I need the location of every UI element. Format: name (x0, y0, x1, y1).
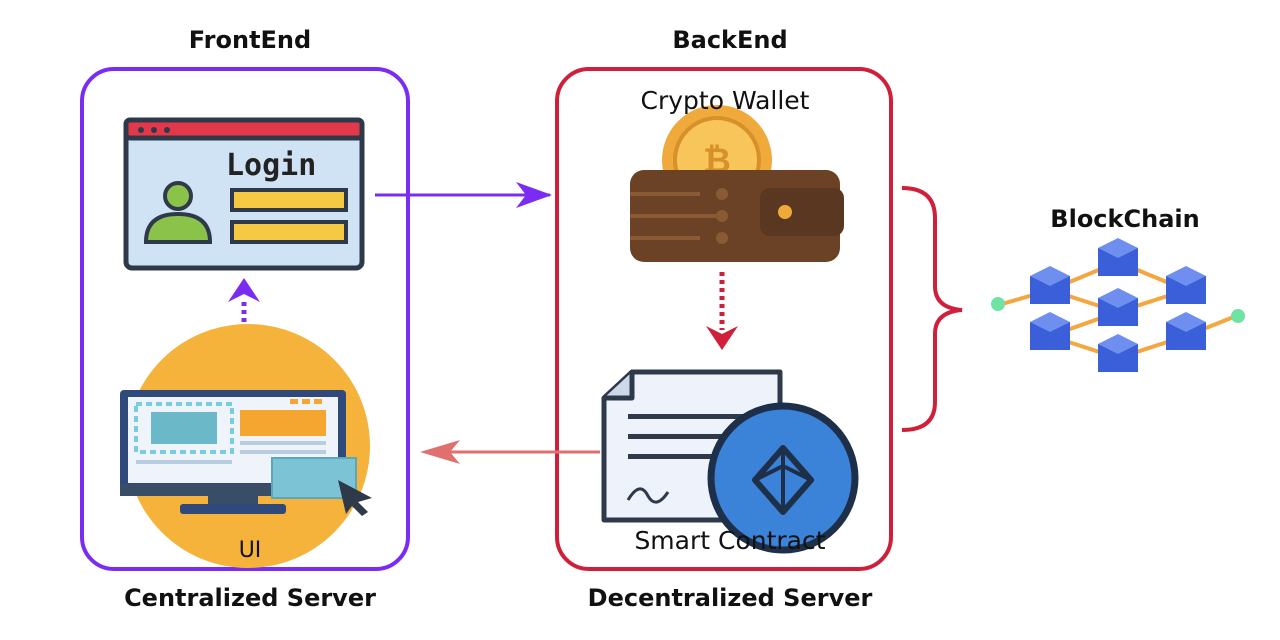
crypto-wallet-label: Crypto Wallet (640, 86, 810, 115)
frontend-title: FrontEnd (188, 26, 312, 54)
blockchain-cubes-icon (991, 238, 1245, 372)
smart-contract-label: Smart Contract (634, 526, 826, 555)
arrowhead-wallet-to-contract (706, 326, 738, 350)
centralized-server-caption: Centralized Server (124, 584, 376, 612)
blockchain-title: BlockChain (1050, 205, 1200, 233)
backend-container (555, 67, 893, 571)
backend-title: BackEnd (672, 26, 788, 54)
arrowhead-ui-to-login (228, 278, 260, 302)
login-text: Login (226, 148, 317, 183)
blockchain-brace (901, 186, 963, 432)
decentralized-server-caption: Decentralized Server (587, 584, 873, 612)
bitcoin-wallet-icon: ₿ (630, 105, 844, 262)
login-window-icon (123, 117, 365, 271)
frontend-container (80, 67, 410, 571)
arrowhead-login-to-wallet (516, 182, 552, 208)
computer-monitor-icon (120, 324, 372, 568)
arrowhead-contract-to-ui (420, 440, 460, 464)
ethereum-contract-icon (601, 369, 859, 554)
ui-label: UI (238, 538, 262, 563)
